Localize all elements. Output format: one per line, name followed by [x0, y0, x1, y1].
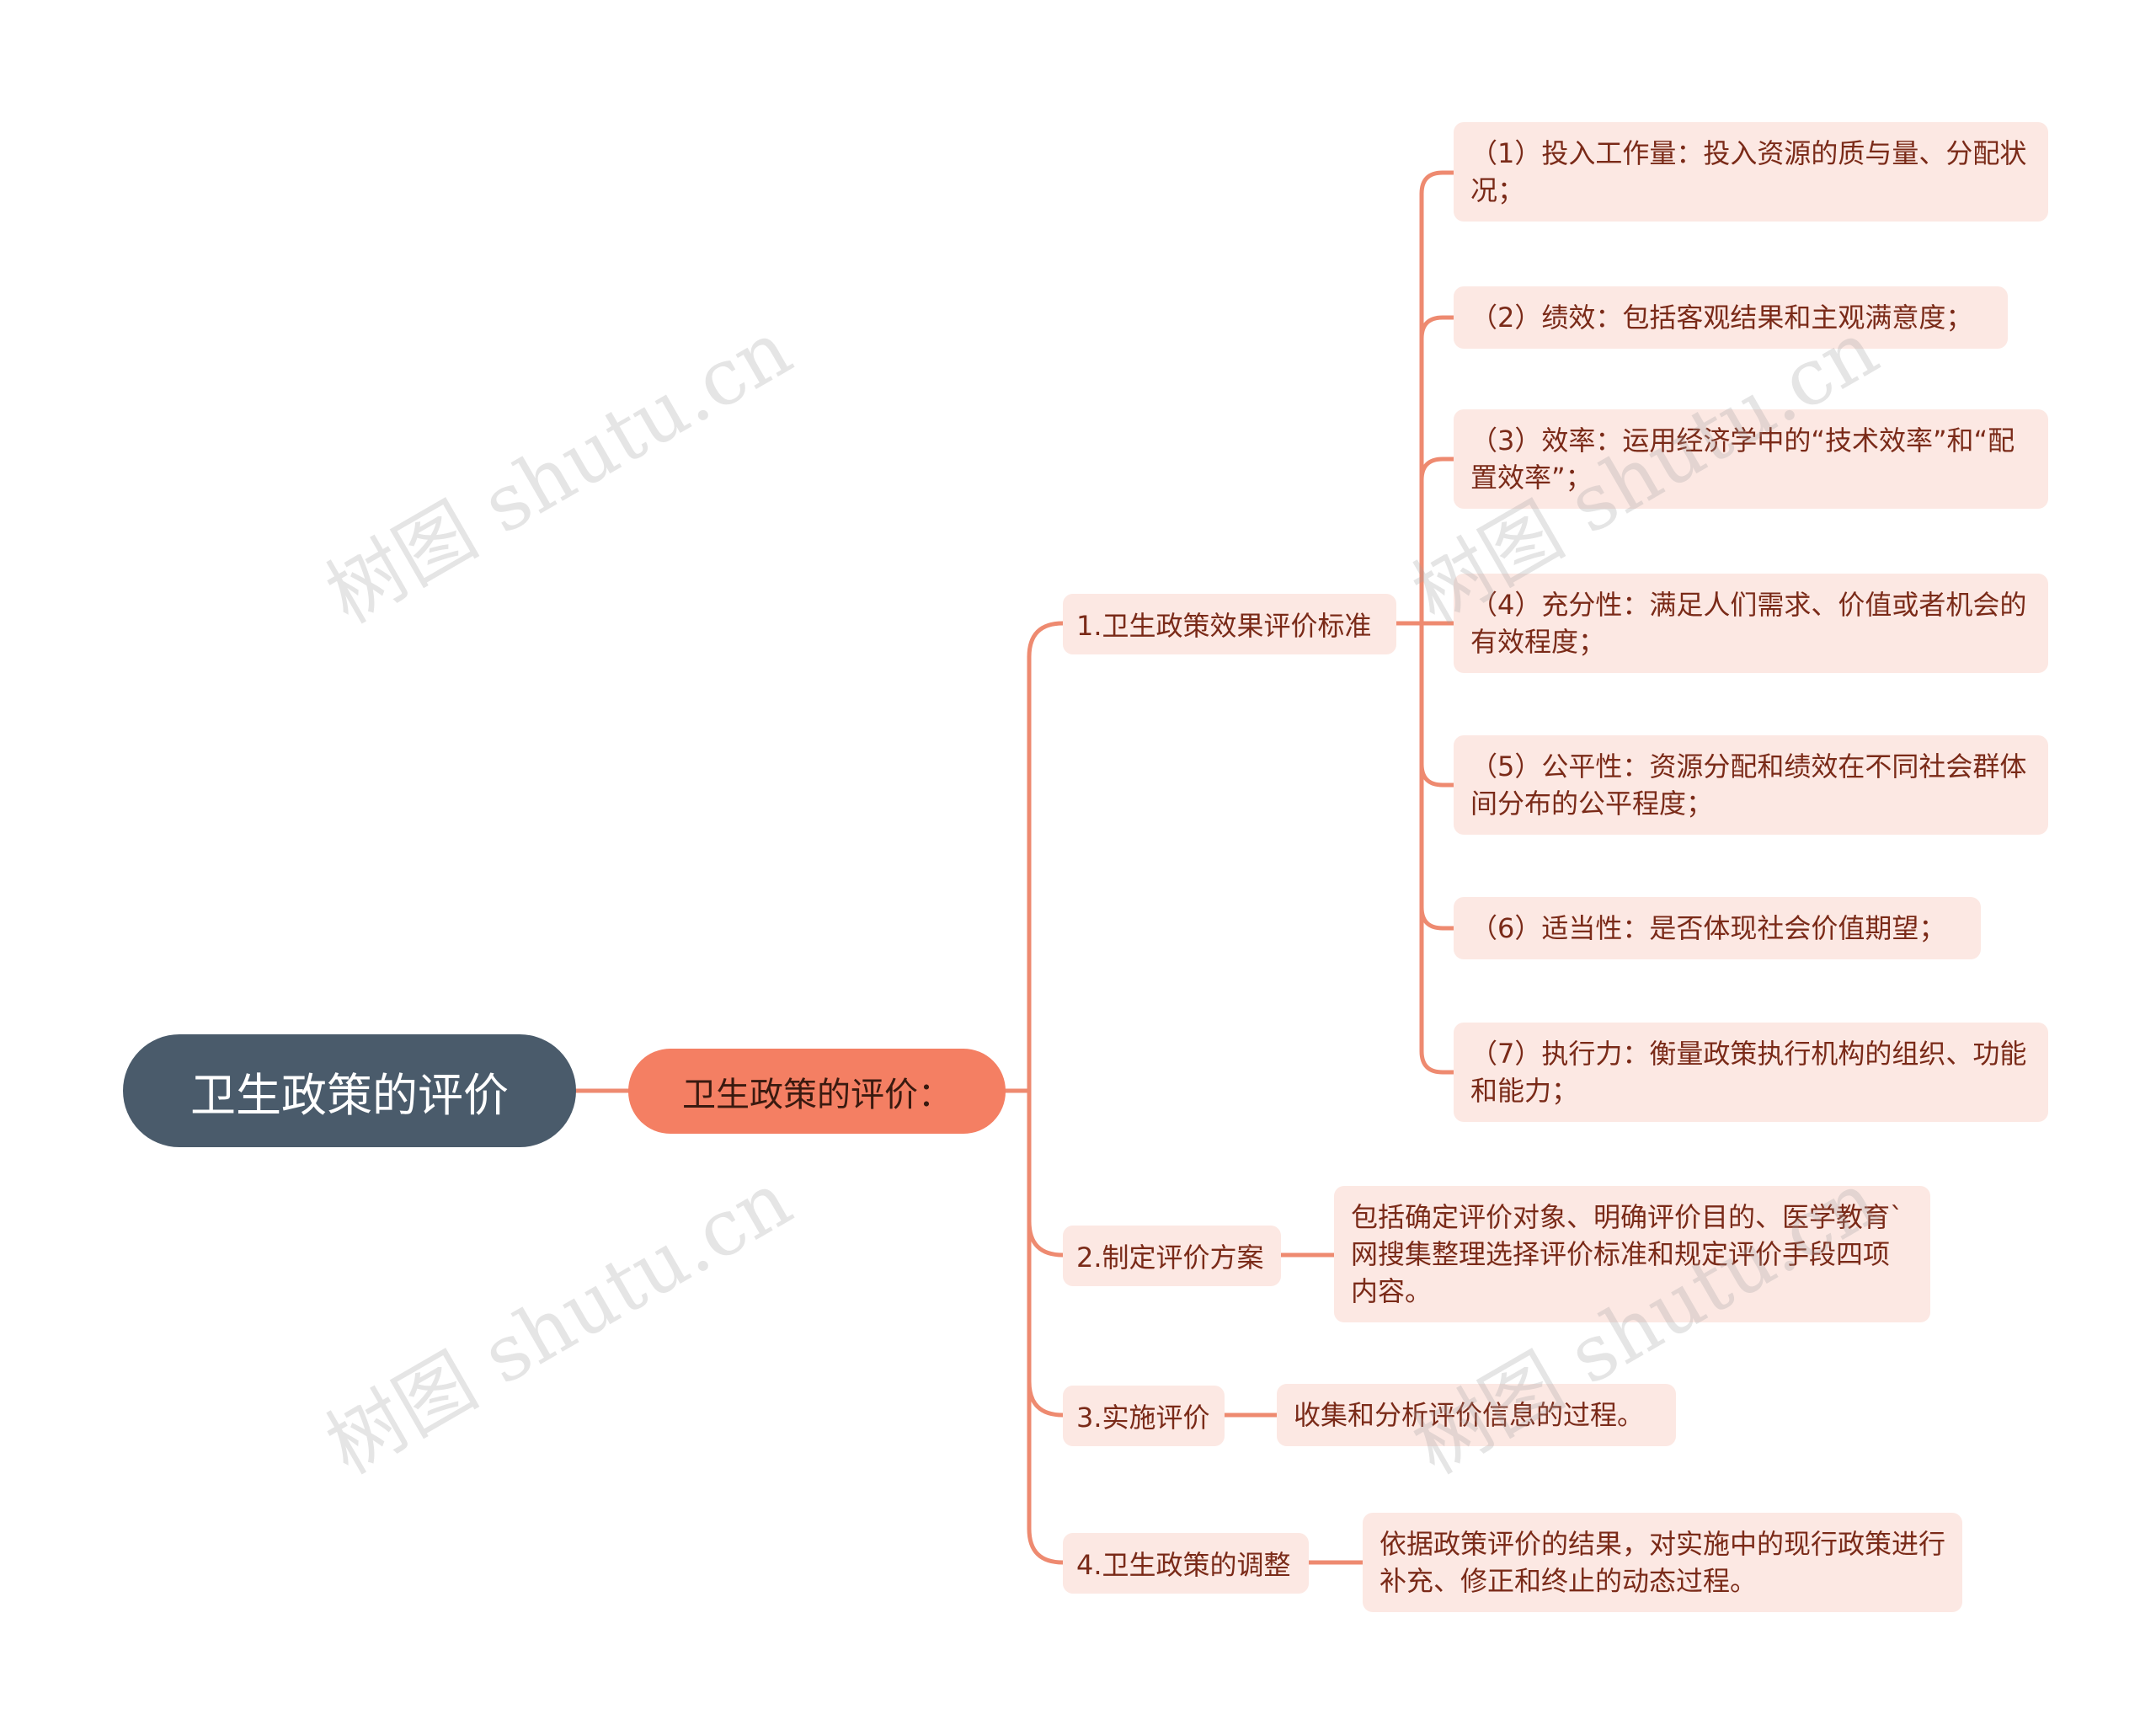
criterion-node-equity[interactable]: （5）公平性：资源分配和绩效在不同社会群体间分布的公平程度；: [1454, 735, 2048, 835]
criterion-text: （1）投入工作量：投入资源的质与量、分配状况；: [1470, 137, 2027, 206]
criterion-node-adequacy[interactable]: （4）充分性：满足人们需求、价值或者机会的有效程度；: [1454, 574, 2048, 673]
criterion-node-execution[interactable]: （7）执行力：衡量政策执行机构的组织、功能和能力；: [1454, 1023, 2048, 1122]
root-node[interactable]: 卫生政策的评价: [123, 1034, 576, 1147]
link-c7: [1419, 621, 1456, 1075]
detail-text: 包括确定评价对象、明确评价目的、医学教育`网搜集整理选择评价标准和规定评价手段四…: [1351, 1201, 1904, 1307]
link-c2: [1419, 315, 1456, 626]
detail-text: 依据政策评价的结果，对实施中的现行政策进行补充、修正和终止的动态过程。: [1380, 1528, 1946, 1597]
root-label: 卫生政策的评价: [190, 1068, 509, 1122]
branch-label: 3.实施评价: [1076, 1402, 1210, 1434]
main-topic-label: 卫生政策的评价：: [682, 1075, 952, 1114]
detail-node-adjustment[interactable]: 依据政策评价的结果，对实施中的现行政策进行补充、修正和终止的动态过程。: [1363, 1513, 1962, 1612]
branch-label: 1.卫生政策效果评价标准: [1076, 610, 1372, 642]
criterion-node-input-workload[interactable]: （1）投入工作量：投入资源的质与量、分配状况；: [1454, 122, 2048, 222]
link-c1: [1419, 170, 1456, 626]
criterion-node-performance[interactable]: （2）绩效：包括客观结果和主观满意度；: [1454, 286, 2008, 349]
link-c3: [1419, 457, 1456, 626]
link-main-branch-2: [1027, 1088, 1065, 1258]
criterion-text: （5）公平性：资源分配和绩效在不同社会群体间分布的公平程度；: [1470, 750, 2027, 820]
branch-node-implement-evaluation[interactable]: 3.实施评价: [1063, 1386, 1225, 1446]
branch-node-evaluation-plan[interactable]: 2.制定评价方案: [1063, 1226, 1281, 1286]
branch-node-evaluation-criteria[interactable]: 1.卫生政策效果评价标准: [1063, 594, 1396, 654]
criterion-node-appropriateness[interactable]: （6）适当性：是否体现社会价值期望；: [1454, 897, 1981, 959]
criterion-text: （6）适当性：是否体现社会价值期望；: [1470, 912, 1946, 944]
branch-label: 2.制定评价方案: [1076, 1242, 1264, 1274]
criterion-text: （4）充分性：满足人们需求、价值或者机会的有效程度；: [1470, 589, 2027, 658]
branch-label: 4.卫生政策的调整: [1076, 1549, 1291, 1581]
detail-node-implement[interactable]: 收集和分析评价信息的过程。: [1277, 1384, 1676, 1446]
criterion-text: （2）绩效：包括客观结果和主观满意度；: [1470, 302, 1973, 334]
criterion-text: （7）执行力：衡量政策执行机构的组织、功能和能力；: [1470, 1038, 2027, 1107]
link-main-branch-4: [1027, 1088, 1065, 1565]
detail-node-plan[interactable]: 包括确定评价对象、明确评价目的、医学教育`网搜集整理选择评价标准和规定评价手段四…: [1334, 1186, 1930, 1322]
branch-node-policy-adjustment[interactable]: 4.卫生政策的调整: [1063, 1533, 1309, 1594]
detail-text: 收集和分析评价信息的过程。: [1294, 1399, 1645, 1431]
criterion-node-efficiency[interactable]: （3）效率：运用经济学中的“技术效率”和“配置效率”；: [1454, 409, 2048, 509]
link-c5: [1419, 621, 1456, 788]
link-main-branch-1: [1027, 621, 1065, 1093]
criterion-text: （3）效率：运用经济学中的“技术效率”和“配置效率”；: [1470, 425, 2015, 494]
main-topic-node[interactable]: 卫生政策的评价：: [628, 1049, 1006, 1134]
